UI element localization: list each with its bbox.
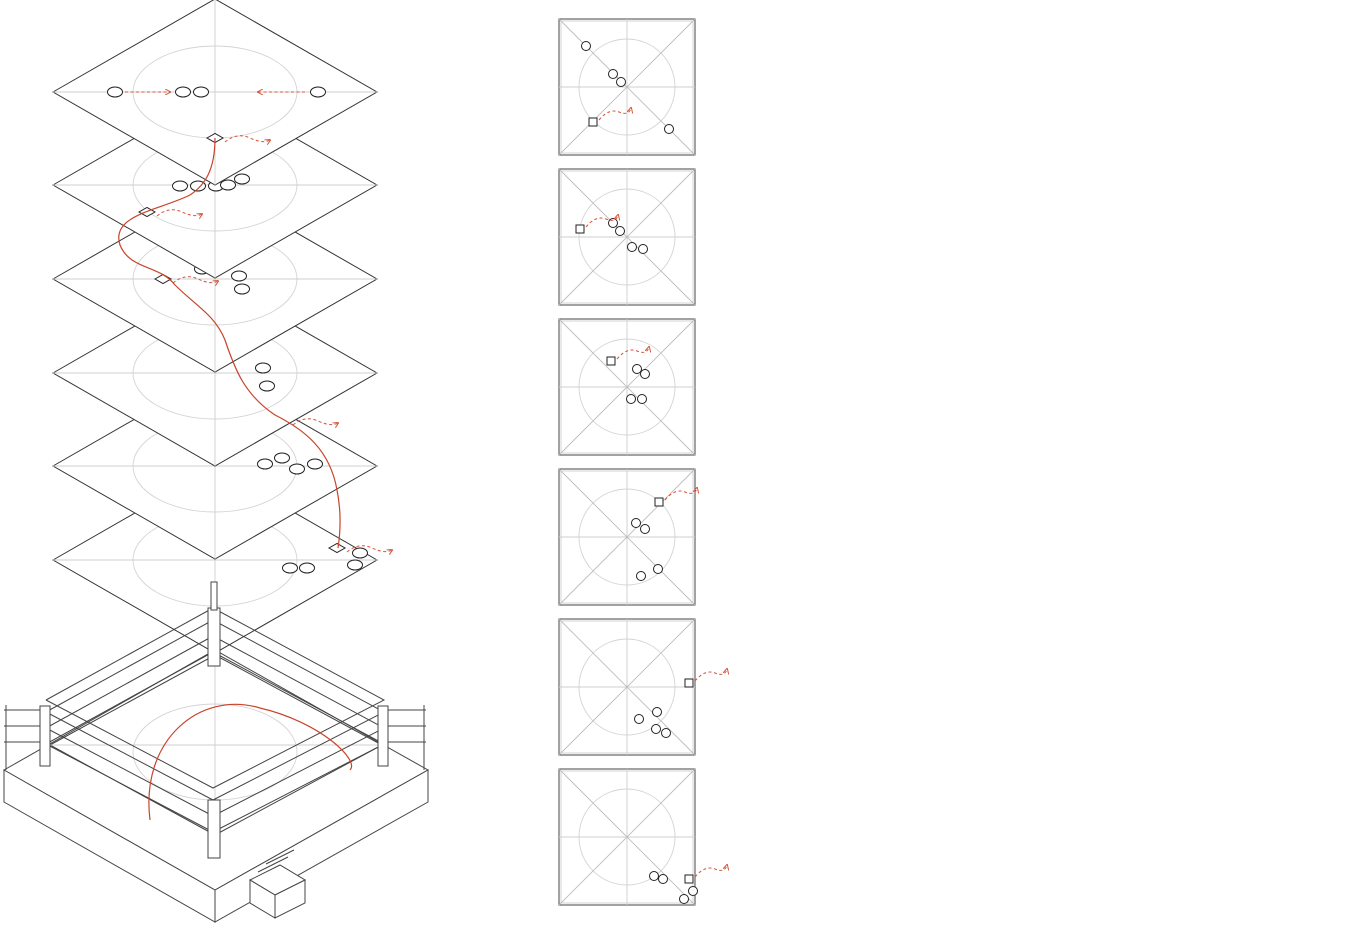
player-marker-circle: [257, 458, 273, 470]
player-marker-circle: [627, 242, 637, 252]
player-marker-circle: [310, 86, 326, 98]
player-marker-circle: [652, 707, 662, 717]
player-marker-circle: [626, 394, 636, 404]
player-marker-circle: [658, 874, 668, 884]
player-marker-circle: [615, 226, 625, 236]
ball-marker-square: [654, 497, 664, 507]
panel-2: [558, 168, 696, 306]
player-marker-circle: [632, 364, 642, 374]
player-marker-circle: [352, 547, 368, 559]
player-marker-circle: [616, 77, 626, 87]
player-marker-circle: [688, 886, 698, 896]
layer-stack: [51, 0, 392, 654]
player-marker-circle: [175, 86, 191, 98]
player-marker-circle: [637, 394, 647, 404]
player-marker-circle: [664, 124, 674, 134]
player-marker-circle: [634, 714, 644, 724]
player-marker-circle: [220, 179, 236, 191]
player-marker-circle: [307, 458, 323, 470]
player-marker-circle: [299, 562, 315, 574]
ball-marker-square: [588, 117, 598, 127]
player-marker-circle: [679, 894, 689, 904]
player-marker-circle: [638, 244, 648, 254]
top-view-panels: [558, 18, 727, 906]
player-marker-circle: [231, 270, 247, 282]
player-marker-circle: [282, 562, 298, 574]
ball-marker-square: [575, 224, 585, 234]
player-marker-circle: [172, 180, 188, 192]
ball-marker-square: [606, 356, 616, 366]
ball-marker-square: [684, 874, 694, 884]
player-marker-circle: [193, 86, 209, 98]
player-marker-circle: [274, 452, 290, 464]
panel-6: [558, 768, 727, 906]
player-marker-circle: [107, 86, 123, 98]
boxing-ring: [2, 581, 430, 923]
panel-5: [558, 618, 727, 756]
player-marker-circle: [234, 283, 250, 295]
player-marker-circle: [259, 380, 275, 392]
player-marker-circle: [653, 564, 663, 574]
player-marker-circle: [640, 369, 650, 379]
player-marker-circle: [255, 362, 271, 374]
player-marker-circle: [631, 518, 641, 528]
player-marker-circle: [640, 524, 650, 534]
player-marker-circle: [651, 724, 661, 734]
panel-3: [558, 318, 696, 456]
player-marker-circle: [347, 559, 363, 571]
main-trajectory-curve: [118, 137, 341, 549]
player-marker-circle: [581, 41, 591, 51]
player-marker-circle: [234, 173, 250, 185]
ball-marker-square: [327, 542, 347, 554]
player-marker-circle: [608, 69, 618, 79]
ball-marker-square: [684, 678, 694, 688]
player-marker-circle: [190, 180, 206, 192]
player-marker-circle: [636, 571, 646, 581]
panel-1: [558, 18, 696, 156]
panel-4: [558, 468, 697, 606]
player-marker-circle: [289, 463, 305, 475]
player-marker-circle: [661, 728, 671, 738]
player-marker-circle: [649, 871, 659, 881]
layer-6: [51, 0, 379, 186]
